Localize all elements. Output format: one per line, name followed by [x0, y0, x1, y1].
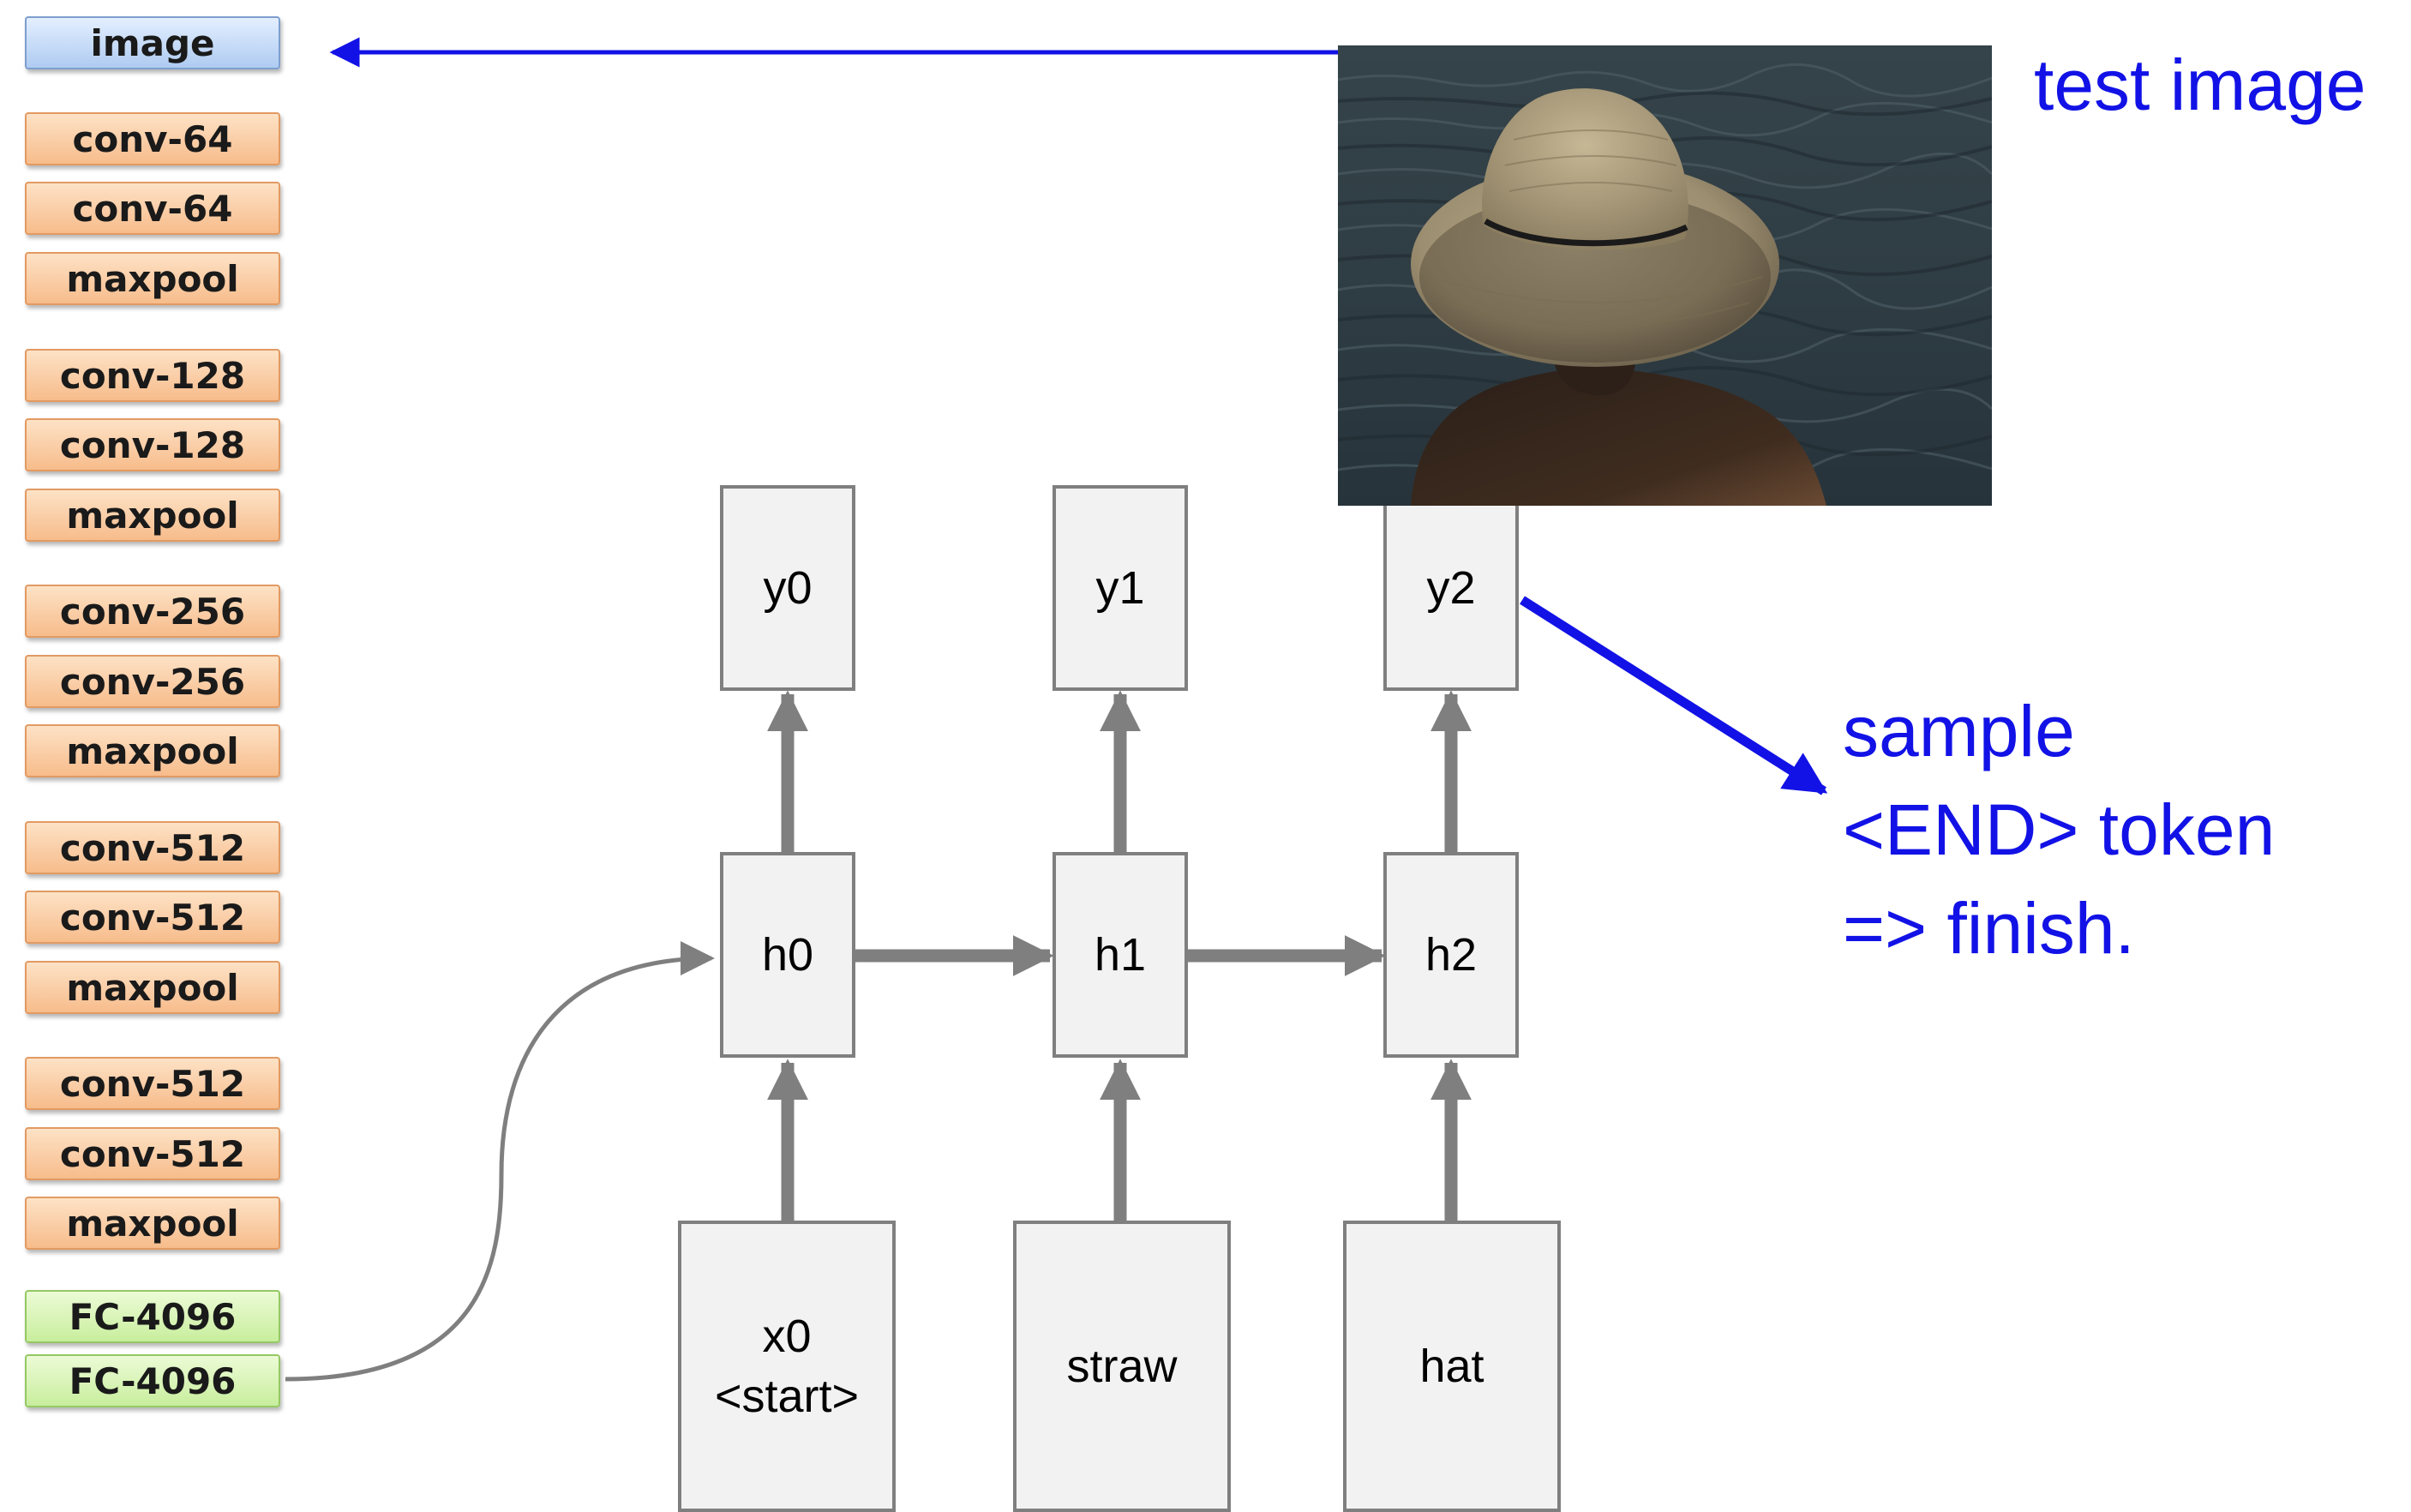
- input-token-label: hat: [1419, 1340, 1484, 1392]
- rnn-input-hat: hat: [1343, 1221, 1561, 1512]
- cnn-layer-conv-64: conv-64: [25, 112, 280, 165]
- rnn-output-y0: y0: [720, 485, 855, 691]
- cnn-layer-conv-256: conv-256: [25, 655, 280, 708]
- cnn-layer-conv-128: conv-128: [25, 418, 280, 471]
- rnn-output-y2: y2: [1383, 485, 1519, 691]
- cnn-layer-conv-128: conv-128: [25, 349, 280, 402]
- sample-end-arrow: [1520, 596, 1828, 795]
- rnn-hidden-h1: h1: [1053, 852, 1188, 1058]
- rnn-input-x0: x0 <start>: [678, 1221, 896, 1512]
- cnn-layer-conv-512: conv-512: [25, 891, 280, 944]
- sample-note-line: => finish.: [1843, 888, 2135, 969]
- cnn-layer-conv-256: conv-256: [25, 585, 280, 638]
- input-token-sublabel: <start>: [714, 1371, 860, 1422]
- input-token-label: x0: [762, 1310, 812, 1362]
- cnn-layer-conv-512: conv-512: [25, 1057, 280, 1110]
- test-image-photo: [1338, 45, 1992, 506]
- rnn-input-straw: straw: [1013, 1221, 1231, 1512]
- cnn-layer-maxpool: maxpool: [25, 252, 280, 305]
- rnn-hidden-h2: h2: [1383, 852, 1519, 1058]
- cnn-layer-conv-64: conv-64: [25, 182, 280, 235]
- cnn-layer-maxpool: maxpool: [25, 724, 280, 777]
- input-token-label: straw: [1066, 1340, 1178, 1392]
- sample-note-line: <END> token: [1843, 789, 2276, 871]
- cnn-layer-conv-512: conv-512: [25, 821, 280, 874]
- test-image-label: test image: [2034, 45, 2366, 125]
- cnn-layer-maxpool: maxpool: [25, 489, 280, 542]
- cnn-layer-conv-512: conv-512: [25, 1127, 280, 1180]
- sample-note-line: sample: [1843, 691, 2075, 771]
- cnn-layer-image: image: [25, 16, 280, 69]
- rnn-hidden-h0: h0: [720, 852, 855, 1058]
- fc-to-h0-curve: [285, 941, 715, 1382]
- cnn-layer-maxpool: maxpool: [25, 961, 280, 1014]
- sample-end-note: sample <END> token => finish.: [1843, 682, 2275, 978]
- rnn-output-y1: y1: [1053, 485, 1188, 691]
- cnn-layer-fc-4096: FC-4096: [25, 1290, 280, 1343]
- cnn-layer-maxpool: maxpool: [25, 1197, 280, 1250]
- cnn-layer-fc-4096: FC-4096: [25, 1354, 280, 1407]
